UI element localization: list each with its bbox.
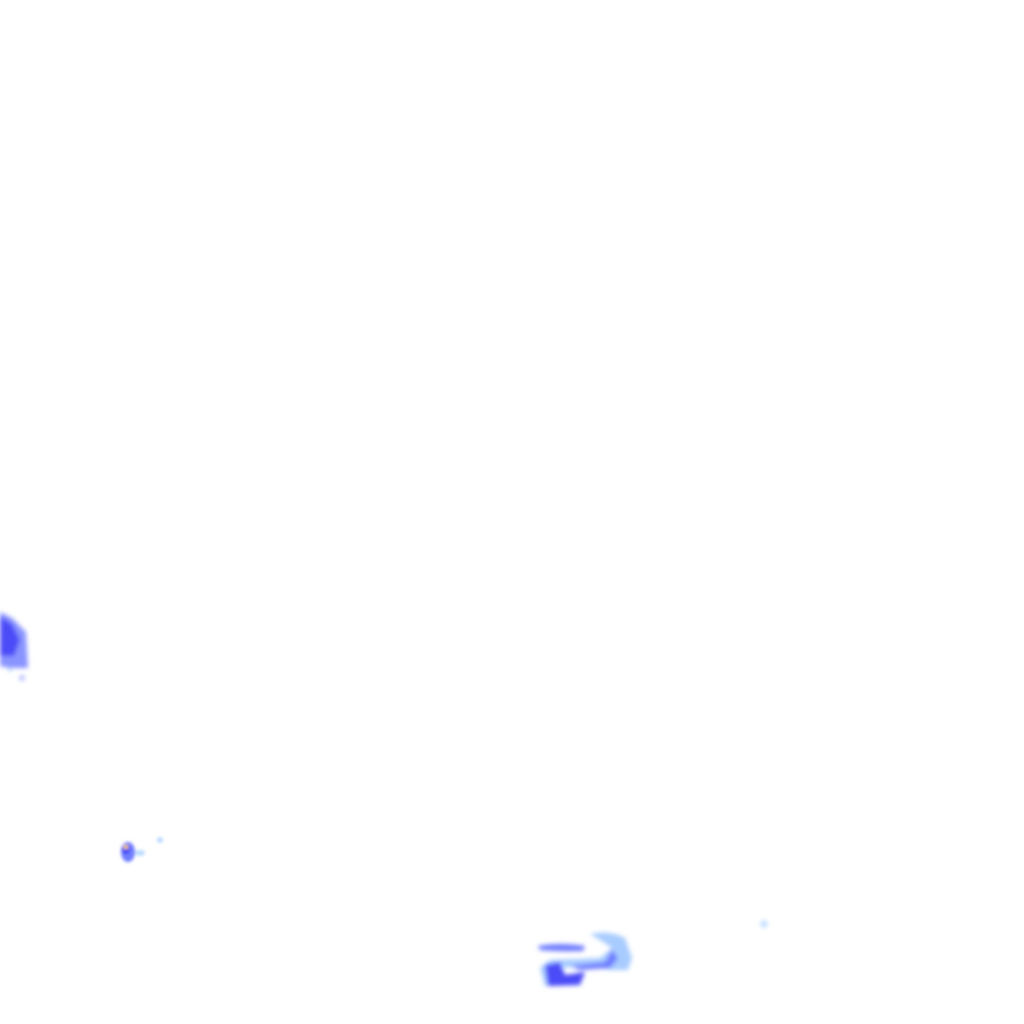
- precip-cell-southwest: [121, 837, 163, 862]
- precip-cell-south: [538, 920, 768, 986]
- precip-cell-west: [0, 612, 28, 681]
